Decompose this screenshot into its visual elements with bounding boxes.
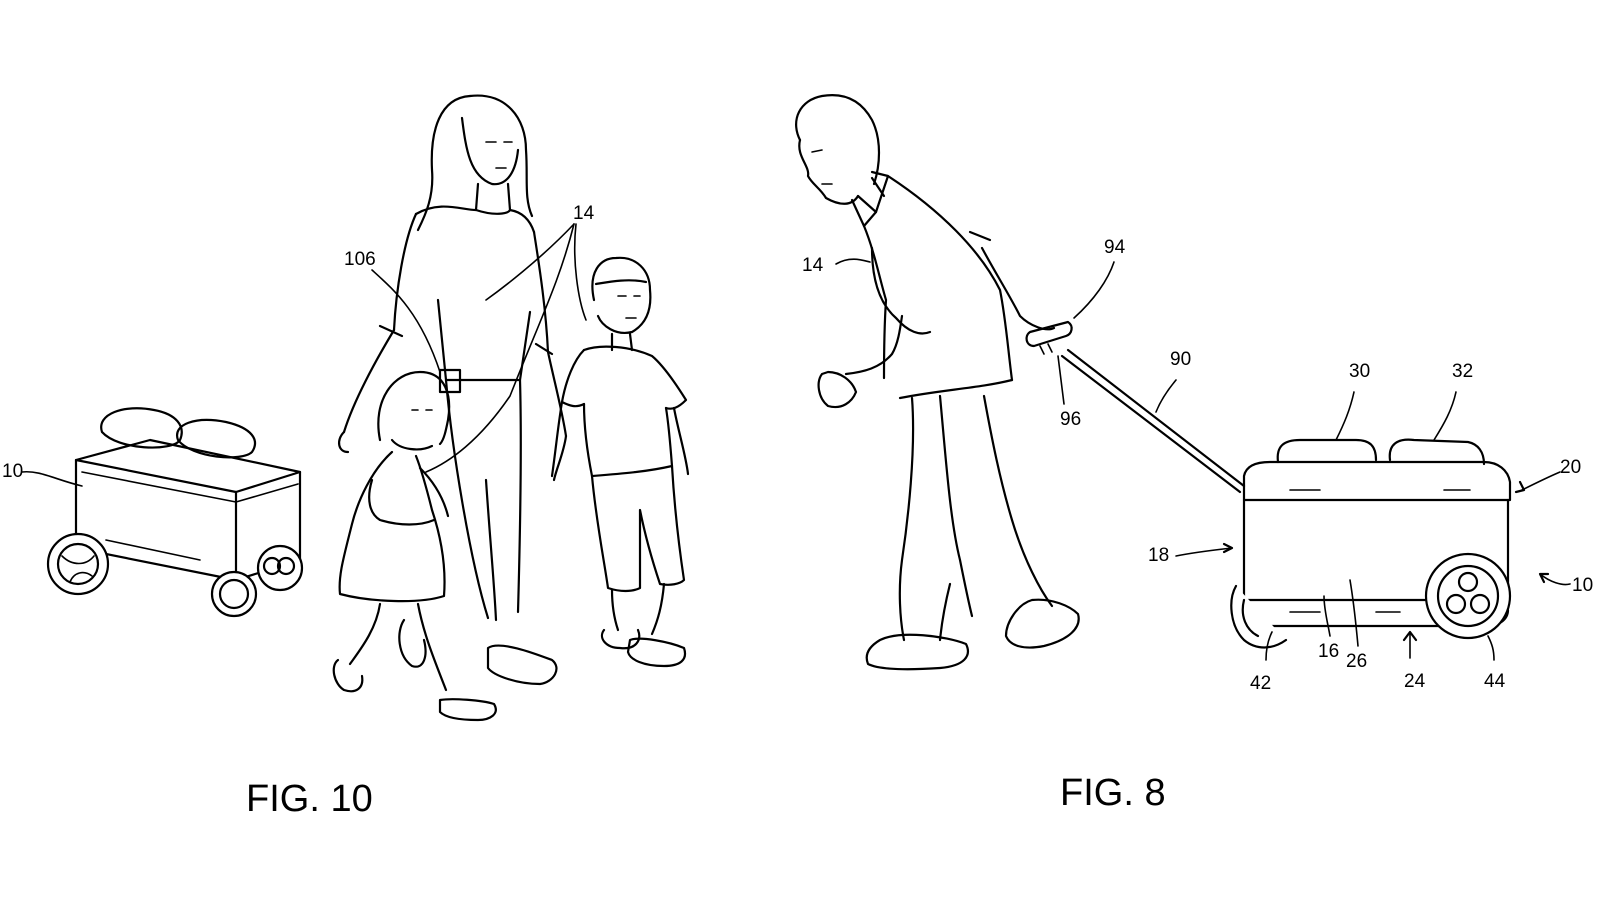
fig10-label-tag: 106 bbox=[344, 249, 376, 270]
fig8-caption: FIG. 8 bbox=[1060, 772, 1166, 814]
fig8-label-wheel-left: 42 bbox=[1250, 673, 1272, 694]
fig8-cooler bbox=[1230, 438, 1512, 649]
fig8-man bbox=[795, 94, 1080, 671]
fig10-woman bbox=[338, 94, 568, 686]
fig8-label-front-side: 20 bbox=[1560, 457, 1582, 478]
fig8-label-handle-button: 96 bbox=[1060, 409, 1082, 430]
fig8-label-user: 14 bbox=[802, 255, 824, 276]
fig8-leaders bbox=[835, 258, 1571, 661]
fig8-label-base: 16 bbox=[1318, 641, 1340, 662]
fig8-label-lid-right: 32 bbox=[1452, 361, 1474, 382]
fig10-boy bbox=[550, 256, 690, 668]
fig8-label-bottom: 24 bbox=[1404, 671, 1426, 692]
fig8-label-lid-left: 30 bbox=[1349, 361, 1371, 382]
fig10-caption: FIG. 10 bbox=[246, 778, 373, 820]
fig8-label-wheel-right: 44 bbox=[1484, 671, 1506, 692]
fig10-girl bbox=[332, 370, 497, 722]
fig8-tether bbox=[1060, 348, 1246, 494]
fig10-label-cooler: 10 bbox=[2, 461, 24, 482]
fig10-cooler bbox=[46, 407, 304, 618]
fig8-label-tether: 90 bbox=[1170, 349, 1192, 370]
fig10-label-user-group: 14 bbox=[573, 203, 595, 224]
fig10-leader-10 bbox=[21, 470, 83, 487]
fig10-leaders bbox=[371, 223, 587, 473]
fig8-label-handle: 94 bbox=[1104, 237, 1126, 258]
fig8-label-rear-side: 18 bbox=[1148, 545, 1170, 566]
fig8-label-cooler: 10 bbox=[1572, 575, 1594, 596]
fig8-label-body: 26 bbox=[1346, 651, 1368, 672]
